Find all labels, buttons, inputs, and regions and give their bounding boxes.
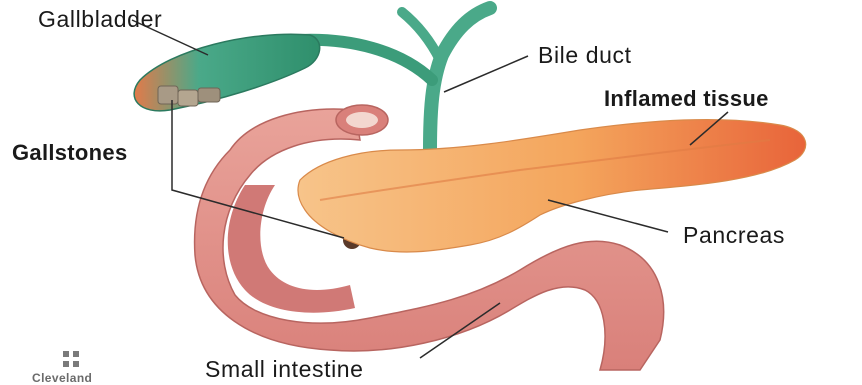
label-pancreas: Pancreas: [683, 224, 785, 247]
label-gallstones: Gallstones: [12, 142, 127, 164]
label-small-intestine: Small intestine: [205, 358, 364, 381]
label-gallbladder: Gallbladder: [38, 8, 162, 31]
cleveland-clinic-logo: Cleveland: [10, 348, 130, 384]
cleveland-clinic-mark-icon: [62, 350, 80, 368]
label-bile-duct: Bile duct: [538, 44, 632, 67]
logo-wordmark: Cleveland: [32, 371, 92, 385]
label-inflamed-tissue: Inflamed tissue: [604, 88, 769, 110]
